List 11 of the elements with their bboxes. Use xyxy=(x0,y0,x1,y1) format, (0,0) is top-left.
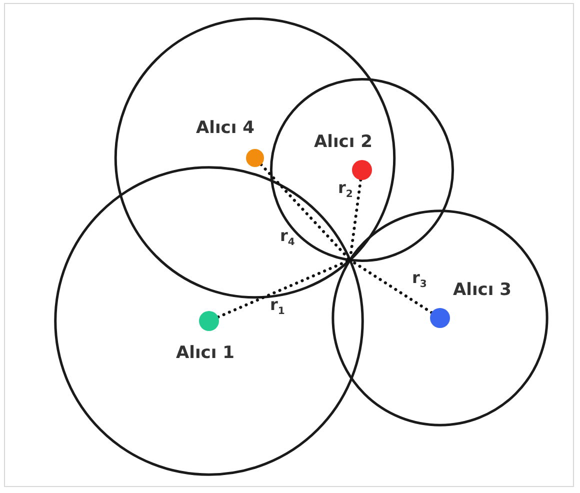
radius-label: r$_{1}$ xyxy=(270,297,285,318)
dotted-line xyxy=(260,163,350,260)
dotted-line xyxy=(216,259,350,319)
receiver-label: Alıcı 3 xyxy=(453,280,512,300)
dotted-line xyxy=(350,260,434,314)
radius-label: r$_{3}$ xyxy=(412,270,427,290)
receiver-label: Alıcı 1 xyxy=(176,343,234,363)
receiver-label: Alıcı 4 xyxy=(196,118,254,138)
receiver-label: Alıcı 2 xyxy=(314,132,372,152)
radius-label: r$_{4}$ xyxy=(280,228,295,248)
radius-label: r$_{2}$ xyxy=(338,180,353,200)
